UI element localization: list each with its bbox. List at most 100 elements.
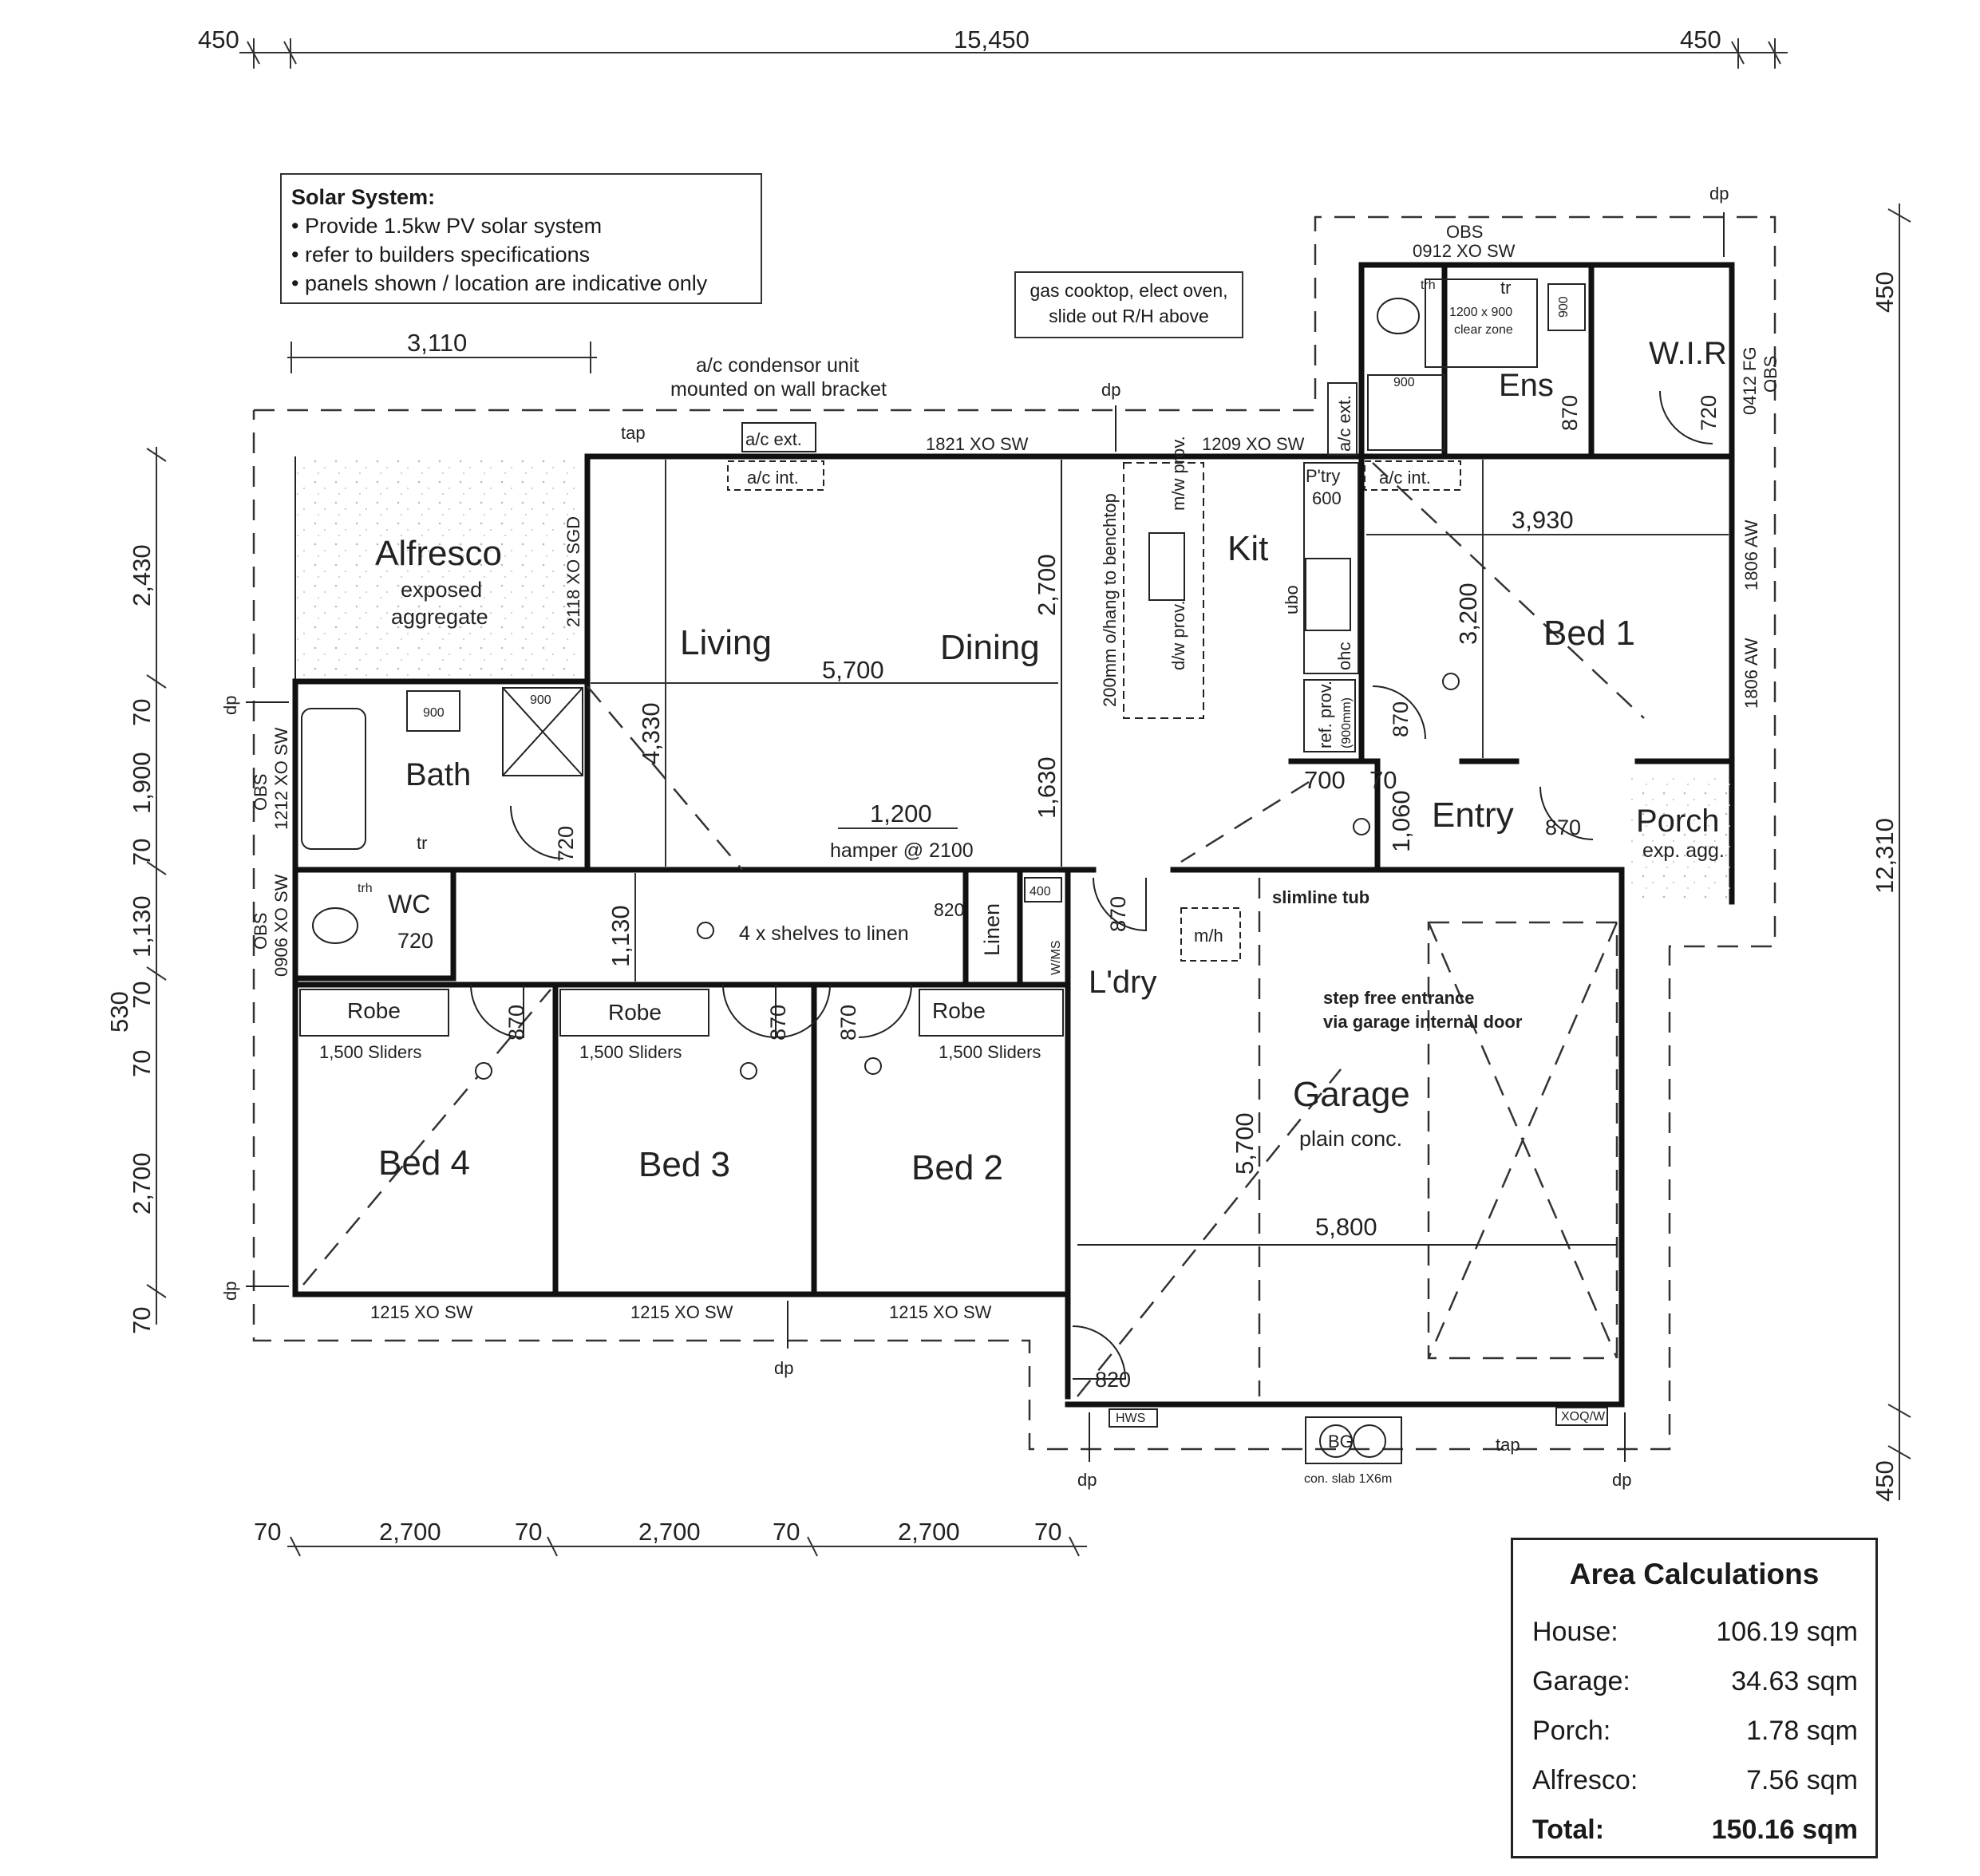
dim-right-bottom: 450 (1871, 1460, 1899, 1502)
dim-left-1900: 1,900 (128, 752, 156, 814)
ac-condensor-line1: a/c condensor unit (696, 354, 859, 377)
alfresco-width-dimension: 3,110 (287, 329, 597, 373)
area-row-value: 7.56 sqm (1746, 1765, 1858, 1795)
xo-door-label: XOQ/W (1561, 1410, 1606, 1424)
con-slab-label: con. slab 1X6m (1304, 1472, 1392, 1486)
room-ensuite: Ens (1499, 368, 1554, 403)
area-row-label: Garage: (1532, 1666, 1630, 1696)
door-swings (470, 390, 1713, 1380)
dim-bottom-70c: 70 (773, 1518, 800, 1546)
kitchen-fittings (1061, 460, 1359, 867)
dim-bed1-depth: 3,200 (1454, 583, 1482, 645)
obs-wir: OBS (1761, 356, 1780, 393)
dim-garage-width: 5,800 (1315, 1213, 1377, 1241)
dim-right-total: 12,310 (1871, 818, 1899, 894)
dim-left-530: 530 (105, 991, 133, 1033)
size-900-shower: 900 (530, 693, 551, 707)
bins-label: BG (1328, 1432, 1354, 1451)
window-bed3: 1215 XO SW (630, 1302, 733, 1322)
obs-wc: OBS (251, 913, 271, 950)
dim-alfresco-width: 3,110 (407, 329, 467, 357)
door-820-linen: 820 (934, 899, 964, 920)
window-wir: 0412 FG (1740, 346, 1760, 415)
solar-system-note: Solar System: • Provide 1.5kw PV solar s… (280, 173, 762, 304)
dp-label-1: dp (1101, 380, 1120, 400)
dw-prov: d/w prov. (1168, 600, 1188, 670)
dim-bottom-70b: 70 (515, 1518, 542, 1546)
eave-outline (252, 215, 1776, 1451)
door-870-bed2: 870 (836, 1005, 860, 1041)
room-laundry: L'dry (1089, 965, 1156, 1000)
door-870-entry: 870 (1545, 816, 1581, 839)
room-bed3: Bed 3 (638, 1145, 730, 1184)
dim-bottom-2700c: 2,700 (898, 1518, 960, 1546)
dim-bottom-70a: 70 (254, 1518, 281, 1546)
area-row-label: Alfresco: (1532, 1765, 1638, 1795)
window-bed2: 1215 XO SW (889, 1302, 992, 1322)
area-row-house: House: 106.19 sqm (1532, 1617, 1858, 1648)
dp-label-5: dp (774, 1358, 793, 1378)
dim-hamper-1200: 1,200 (870, 800, 932, 827)
window-bed4: 1215 XO SW (370, 1302, 473, 1322)
obs-ens: OBS (1446, 222, 1483, 242)
window-bath: 1212 XO SW (271, 727, 291, 830)
dim-living-width: 5,700 (822, 656, 884, 684)
walls (292, 262, 1735, 1408)
trh-label-wc: trh (358, 882, 373, 895)
area-calculations-panel: Area Calculations House: 106.19 sqm Gara… (1511, 1538, 1878, 1858)
shelves-note: 4 x shelves to linen (739, 922, 909, 945)
clear-zone-1: 1200 x 900 (1449, 306, 1512, 319)
alfresco-finish-2: aggregate (391, 605, 488, 629)
porch-finish: exp. agg. (1642, 839, 1725, 862)
room-bed1: Bed 1 (1543, 614, 1635, 653)
door-820-garage: 820 (1095, 1368, 1131, 1392)
dim-hall-1130: 1,130 (607, 905, 634, 967)
trh-label-ens: trh (1421, 278, 1436, 292)
mw-prov: m/w prov. (1168, 436, 1188, 511)
sliders-bed4: 1,500 Sliders (319, 1042, 421, 1062)
dp-label-6: dp (1077, 1470, 1097, 1490)
door-870-bed3: 870 (766, 1005, 790, 1041)
dim-entry-1060: 1,060 (1387, 790, 1415, 852)
step-free-line1: step free entrance (1323, 988, 1475, 1008)
room-bath: Bath (405, 757, 471, 792)
area-row-value: 1.78 sqm (1746, 1716, 1858, 1746)
tap-label-north: tap (621, 423, 646, 443)
window-ens-top: 0912 XO SW (1413, 241, 1516, 261)
window-living: 1821 XO SW (926, 434, 1029, 454)
window-wc: 0906 XO SW (271, 874, 291, 977)
tap-label-south: tap (1496, 1435, 1520, 1455)
ac-condensor-line2: mounted on wall bracket (670, 378, 887, 401)
area-calculations-title: Area Calculations (1569, 1558, 1820, 1590)
room-wc: WC (388, 890, 430, 918)
ac-int-label: a/c int. (747, 468, 799, 488)
benchtop-note: 200mm o/hang to benchtop (1100, 493, 1120, 707)
dim-garage-depth: 5,700 (1231, 1112, 1259, 1175)
pantry-size: 600 (1312, 488, 1342, 508)
clear-zone-2: clear zone (1454, 323, 1513, 337)
size-900-ens-basin: 900 (1557, 296, 1571, 318)
area-row-porch: Porch: 1.78 sqm (1532, 1716, 1858, 1747)
obs-bath: OBS (251, 774, 271, 811)
door-720-wc: 720 (397, 929, 433, 953)
tr-label-bath: tr (417, 833, 427, 853)
sliders-bed2: 1,500 Sliders (939, 1042, 1041, 1062)
area-row-garage: Garage: 34.63 sqm (1532, 1666, 1858, 1697)
room-bed2: Bed 2 (911, 1148, 1003, 1187)
door-720-bath: 720 (554, 826, 578, 862)
size-400-tub: 400 (1030, 885, 1051, 899)
dim-bottom-2700a: 2,700 (379, 1518, 441, 1546)
hamper-note: hamper @ 2100 (830, 839, 974, 862)
top-dimension: 450 15,450 450 (198, 26, 1788, 69)
room-linen: Linen (980, 903, 1004, 956)
solar-line-2: • refer to builders specifications (291, 243, 591, 267)
gas-cooktop-note: gas cooktop, elect oven, slide out R/H a… (1014, 271, 1243, 338)
porch-area (1628, 774, 1730, 899)
bath-fittings (301, 278, 1586, 944)
garage-finish: plain conc. (1299, 1127, 1402, 1151)
light-points (475, 673, 1460, 1080)
ac-ext-label: a/c ext. (745, 429, 802, 449)
dim-left-70d: 70 (128, 1050, 156, 1077)
dim-dining-1630: 1,630 (1033, 756, 1061, 819)
